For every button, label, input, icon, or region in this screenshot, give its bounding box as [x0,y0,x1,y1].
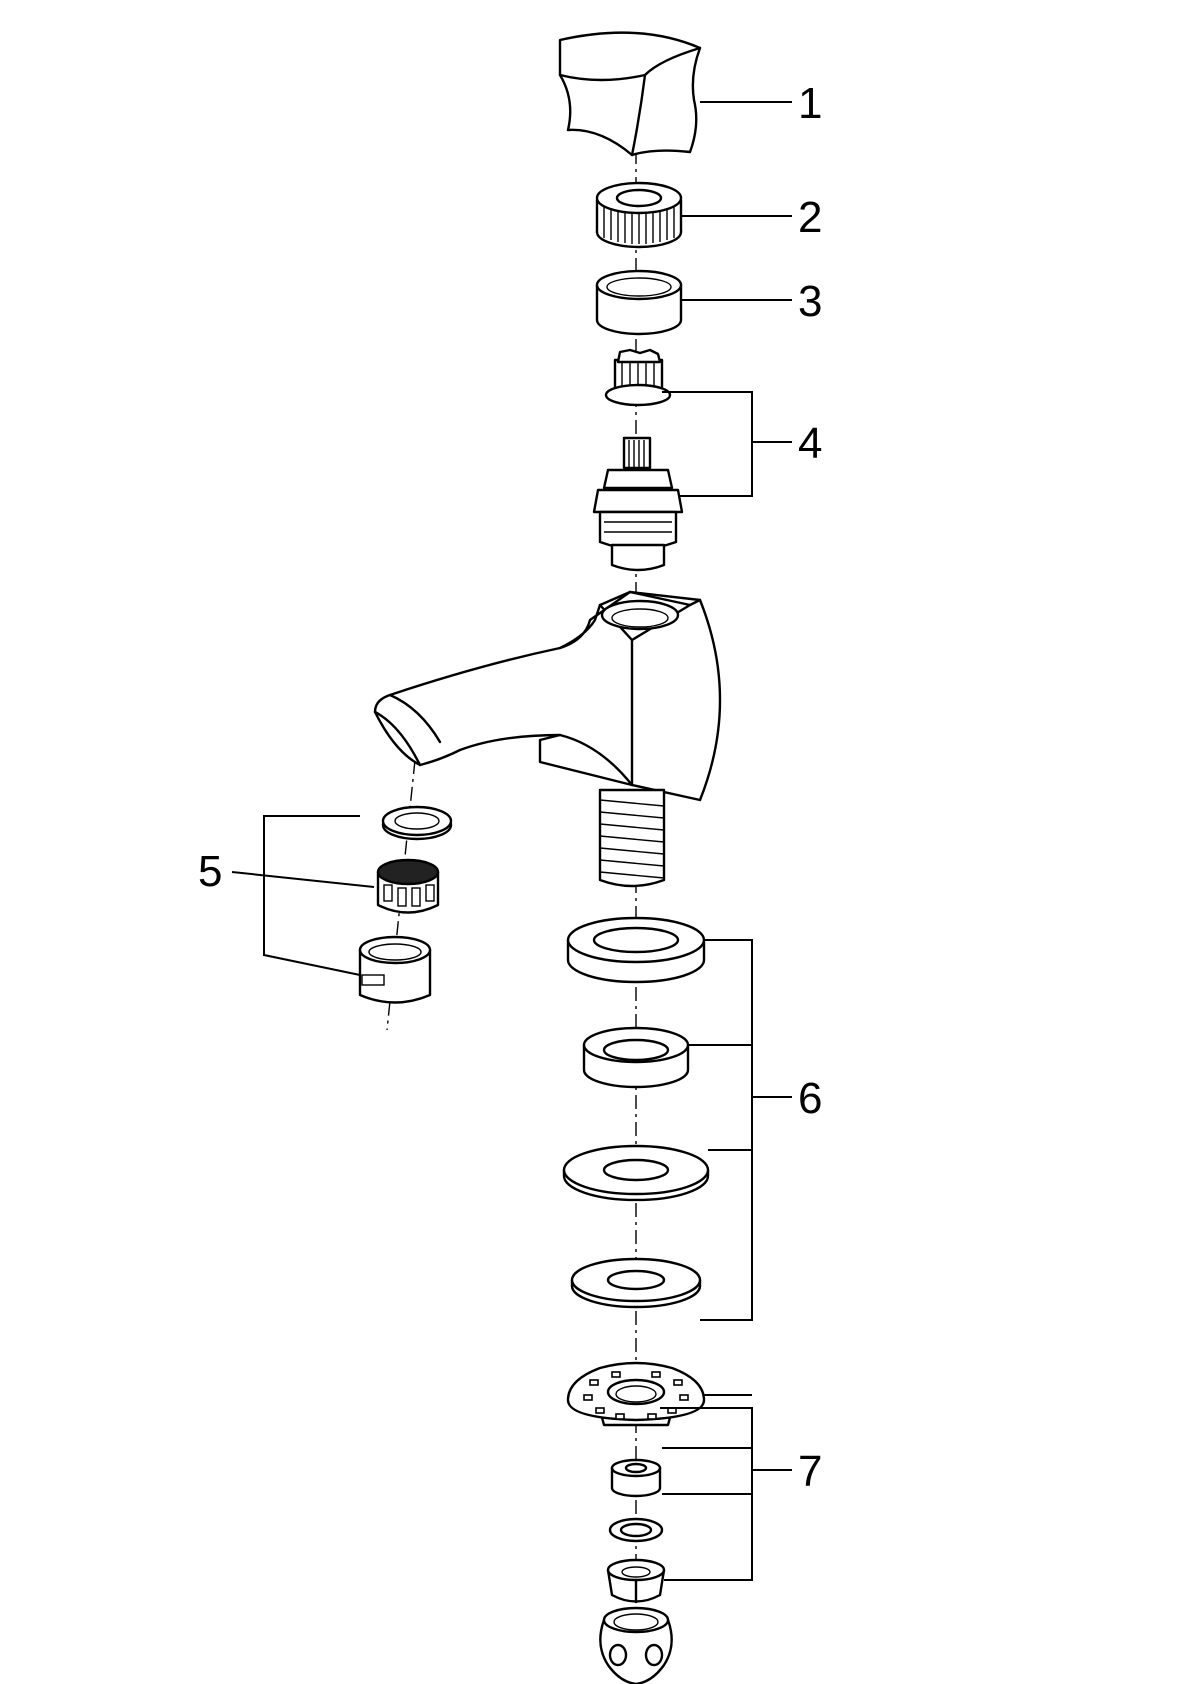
part-label-3: 3 [798,277,822,326]
splined-adapter [595,181,683,249]
faucet-body [373,590,722,888]
aerator-washer [381,805,453,841]
o-ring [608,1517,664,1543]
part-label-5: 5 [198,847,222,896]
union-nut [599,1606,673,1684]
part-label-2: 2 [798,193,822,242]
thick-washer-small [582,1026,690,1089]
part-label-7: 7 [798,1447,822,1496]
part-label-1: 1 [798,79,822,128]
small-spacer [610,1458,662,1498]
part-label-6: 6 [798,1074,822,1123]
part-label-4: 4 [798,419,822,468]
flat-washer-medium [570,1257,702,1309]
aerator-housing [358,935,432,1004]
splined-bush [604,348,672,407]
thick-washer-large [566,916,706,984]
flat-washer-large [562,1144,710,1202]
valve-cartridge [592,436,684,572]
leader-lines [231,101,792,1581]
aerator-insert [376,858,440,914]
sleeve [595,269,683,336]
mounting-rosette [566,1361,706,1427]
handle-cap [558,31,702,157]
compression-cone [606,1558,666,1604]
